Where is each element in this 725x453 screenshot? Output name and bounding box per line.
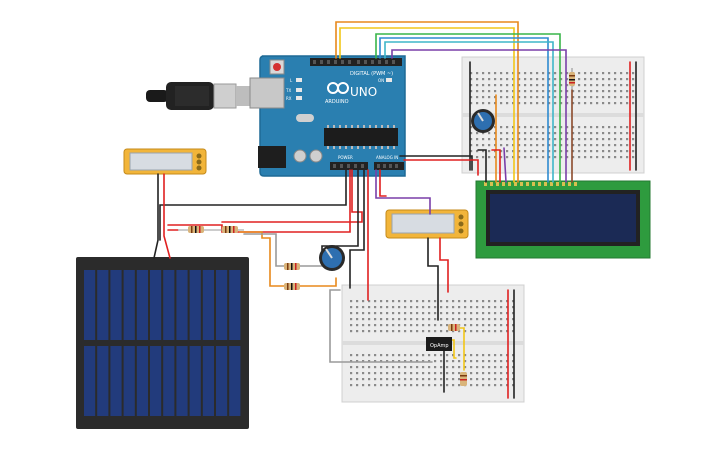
arduino-brand-label: ARDUINO	[325, 99, 349, 105]
atmega-chip	[324, 128, 398, 146]
solar-cell	[202, 270, 214, 340]
reset-button[interactable]	[273, 63, 281, 71]
wire-blue	[379, 37, 549, 183]
solar-cell	[229, 346, 241, 416]
solar-cell	[150, 346, 162, 416]
wire-green	[375, 33, 561, 183]
analog-header-label: ANALOG IN	[376, 155, 398, 160]
lcd-pin	[544, 182, 547, 186]
opamp-label: OpAmp	[430, 343, 449, 349]
resistor	[216, 226, 244, 233]
wire-cyan	[384, 41, 554, 183]
breadboard-bottom	[341, 284, 525, 403]
solar-cell	[176, 346, 188, 416]
solar-cell	[84, 346, 96, 416]
resistor	[569, 68, 575, 90]
arduino-model-label: UNO	[350, 85, 377, 99]
solar-cell	[229, 270, 241, 340]
power-jack	[258, 146, 286, 168]
solar-cell	[150, 270, 162, 340]
wire-purple	[391, 49, 567, 183]
solar-cell	[216, 346, 228, 416]
lcd-pin	[562, 182, 565, 186]
capacitor	[293, 149, 307, 163]
solar-cell	[97, 270, 109, 340]
led-label-on: ON	[378, 78, 384, 83]
lcd-pin	[526, 182, 529, 186]
solar-panel	[76, 257, 249, 429]
lcd-pin	[508, 182, 511, 186]
wire-yellow	[339, 27, 515, 183]
solar-cell	[123, 270, 135, 340]
multimeter-left	[123, 148, 207, 175]
lcd-pin	[574, 182, 577, 186]
wires	[153, 21, 637, 399]
resistor	[284, 263, 300, 270]
lcd-display	[475, 180, 651, 259]
solar-cell	[110, 270, 122, 340]
digital-header	[310, 58, 402, 66]
solar-cell	[202, 346, 214, 416]
usb-cable	[146, 82, 252, 110]
solar-cell	[136, 270, 148, 340]
lcd-pin	[556, 182, 559, 186]
potentiometer-middle[interactable]	[319, 245, 345, 271]
solar-cell	[176, 270, 188, 340]
solar-cell	[97, 346, 109, 416]
arduino-logo-icon	[327, 82, 349, 94]
digital-header-label: DIGITAL (PWM ~)	[350, 71, 393, 77]
solar-cell	[110, 346, 122, 416]
wire-orange	[335, 21, 519, 183]
lcd-pin	[484, 182, 487, 186]
lcd-pin	[490, 182, 493, 186]
resistor	[460, 372, 467, 386]
power-header-label: POWER	[338, 155, 353, 160]
resistor	[448, 324, 460, 331]
solar-cell	[123, 346, 135, 416]
led-label-l: L	[290, 78, 293, 83]
lcd-pin	[520, 182, 523, 186]
arduino-uno-board: DIGITAL (PWM ~) L TX RX ON ARDUINO UNO	[249, 55, 406, 177]
opamp-chip: OpAmp	[426, 337, 452, 351]
crystal	[296, 114, 314, 122]
lcd-pin	[532, 182, 535, 186]
lcd-screen	[490, 194, 636, 242]
lcd-pin	[550, 182, 553, 186]
solar-cell	[163, 270, 175, 340]
resistor	[284, 283, 300, 290]
solar-cell	[136, 346, 148, 416]
lcd-pin	[538, 182, 541, 186]
solar-cell	[216, 270, 228, 340]
usb-jack	[249, 77, 285, 109]
solar-cell	[189, 346, 201, 416]
lcd-pin	[502, 182, 505, 186]
status-leds: L TX RX ON	[285, 78, 392, 101]
capacitor	[309, 149, 323, 163]
resistor	[178, 226, 216, 233]
multimeter-right	[385, 209, 469, 239]
potentiometer-top[interactable]	[471, 109, 495, 133]
lcd-pin	[496, 182, 499, 186]
solar-cell	[163, 346, 175, 416]
solar-cell	[189, 270, 201, 340]
lcd-pin	[514, 182, 517, 186]
led-label-rx: RX	[286, 96, 292, 101]
solar-cell	[84, 270, 96, 340]
led-label-tx: TX	[285, 88, 291, 93]
lcd-pin	[568, 182, 571, 186]
